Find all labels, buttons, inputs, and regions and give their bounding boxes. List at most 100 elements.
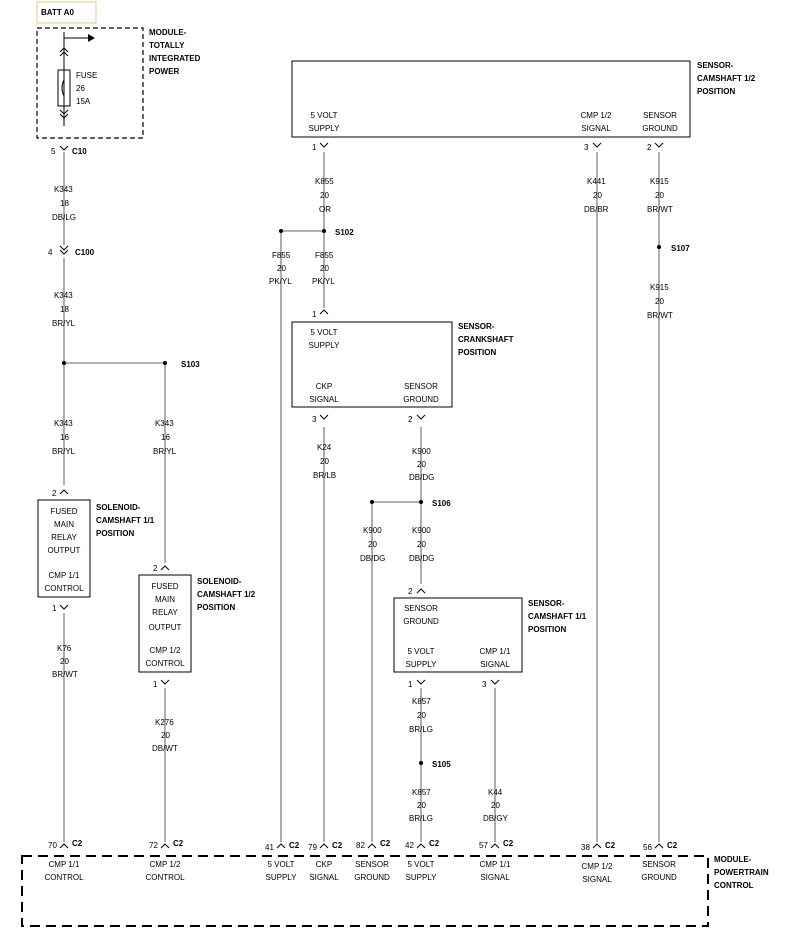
wire-label-k343-b-2: 18 xyxy=(60,305,69,314)
wire-label-k343-d-1: K343 xyxy=(155,419,174,428)
wire-label-k900-c-1: K900 xyxy=(412,526,431,535)
wire-label-k276-3: DB/WT xyxy=(152,744,178,753)
wire-label-k900-b-2: 20 xyxy=(368,540,377,549)
pcm-pin82-text-a: SENSOR xyxy=(355,860,389,869)
wire-label-k44-1: K44 xyxy=(488,788,503,797)
sensor-camshaft-12-box xyxy=(291,60,691,138)
pin-cmp12-3: 3 xyxy=(584,143,589,152)
wire-label-k343-a-3: DB/LG xyxy=(52,213,76,222)
pin-pcm-41: 41 xyxy=(265,843,274,852)
pin-cmp11-1: 1 xyxy=(408,680,413,689)
cmp11-pin3-text-a: CMP 1/1 xyxy=(480,647,512,656)
connector-c10-symbol xyxy=(59,145,69,151)
cmp12-pin3-text-a: CMP 1/2 xyxy=(581,111,613,120)
wire-label-k857-a-2: 20 xyxy=(417,711,426,720)
wire-label-k915-a-3: BR/WT xyxy=(647,205,673,214)
tip-label-4: POWER xyxy=(149,67,179,76)
splice-s106-dot-a xyxy=(370,500,374,504)
wire-label-k857-b-3: BR/LG xyxy=(409,814,433,823)
sol12-label-2: CAMSHAFT 1/2 xyxy=(197,590,256,599)
sol11-pin1-symbol xyxy=(59,604,69,610)
sensor-crankshaft-box xyxy=(291,321,453,408)
pin-cmp11-2: 2 xyxy=(408,587,413,596)
sol11-text-1: FUSED xyxy=(50,507,77,516)
pcm-pin56-text-b: GROUND xyxy=(641,873,677,882)
sol11-text-2: MAIN xyxy=(54,520,74,529)
ckp-pin3-text-a: CKP xyxy=(316,382,332,391)
pin-c10: 5 xyxy=(51,147,56,156)
wire-label-k441-3: DB/BR xyxy=(584,205,609,214)
batt-label-box xyxy=(36,1,97,24)
connector-c100-symbol xyxy=(59,245,69,255)
pin-pcm-72: 72 xyxy=(149,841,158,850)
wire-label-k24-3: BR/LB xyxy=(313,471,336,480)
tip-module-box xyxy=(36,27,144,139)
wire-label-k900-a-1: K900 xyxy=(412,447,431,456)
wire-label-k76-2: 20 xyxy=(60,657,69,666)
wire-label-f855-a-1: F855 xyxy=(272,251,291,260)
wire-label-k900-a-2: 20 xyxy=(417,460,426,469)
pin-pcm-56: 56 xyxy=(643,843,652,852)
wire-label-k441-1: K441 xyxy=(587,177,606,186)
pcm-pin38-text-a: CMP 1/2 xyxy=(582,862,614,871)
pin-ckp-3: 3 xyxy=(312,415,317,424)
pin-ckp-2: 2 xyxy=(408,415,413,424)
ckp-pin1-symbol xyxy=(319,309,329,315)
solenoid-camshaft-11-box xyxy=(37,499,91,598)
c2-label-57: C2 xyxy=(503,839,514,848)
wire-label-k343-a-2: 18 xyxy=(60,199,69,208)
tip-label-3: INTEGRATED xyxy=(149,54,201,63)
pin-pcm-70: 70 xyxy=(48,841,57,850)
splice-s102-dot-b xyxy=(322,229,326,233)
ckp-label-3: POSITION xyxy=(458,348,496,357)
pcm-label-3: CONTROL xyxy=(714,881,754,890)
sol12-text-3: RELAY xyxy=(152,608,178,617)
pcm-c2-41-symbol xyxy=(276,843,286,849)
wire-label-k857-b-2: 20 xyxy=(417,801,426,810)
pcm-pin56-text-a: SENSOR xyxy=(642,860,676,869)
cmp11-pin2-symbol xyxy=(416,588,426,594)
c2-label-72: C2 xyxy=(173,839,184,848)
sol12-pin2-symbol xyxy=(160,565,170,571)
pcm-c2-70-symbol xyxy=(59,843,69,849)
solenoid-camshaft-12-box xyxy=(138,574,192,673)
wire-label-f855-a-3: PK/YL xyxy=(269,277,292,286)
pcm-pin79-text-a: CKP xyxy=(316,860,332,869)
splice-s103-dot-b xyxy=(163,361,167,365)
cmp12-pin3-text-b: SIGNAL xyxy=(581,124,611,133)
sol12-pin1-symbol xyxy=(160,679,170,685)
sol12-label-3: POSITION xyxy=(197,603,235,612)
tip-arrow-head xyxy=(88,34,95,42)
wire-label-k915-b-3: BR/WT xyxy=(647,311,673,320)
wire-label-k900-c-3: DB/DG xyxy=(409,554,434,563)
cmp11-pin2-text-a: SENSOR xyxy=(404,604,438,613)
c2-label-82: C2 xyxy=(380,839,391,848)
c2-label-56: C2 xyxy=(667,841,678,850)
wire-label-k441-2: 20 xyxy=(593,191,602,200)
ckp-pin1-text-b: SUPPLY xyxy=(309,341,341,350)
wire-label-k343-d-3: BR/YL xyxy=(153,447,177,456)
pcm-pin82-text-b: GROUND xyxy=(354,873,390,882)
wire-label-k343-c-2: 16 xyxy=(60,433,69,442)
fuse-element xyxy=(61,70,65,106)
pin-cmp12-1: 1 xyxy=(312,143,317,152)
pcm-module-box xyxy=(21,855,709,927)
pin-sol11-2: 2 xyxy=(52,489,57,498)
pin-sol12-2: 2 xyxy=(153,564,158,573)
wire-label-k24-2: 20 xyxy=(320,457,329,466)
pin-ckp-1: 1 xyxy=(312,310,317,319)
sol11-label-3: POSITION xyxy=(96,529,134,538)
wire-label-k855-3: OR xyxy=(319,205,331,214)
wire-label-k276-1: K276 xyxy=(155,718,174,727)
c2-label-79: C2 xyxy=(332,841,343,850)
sol11-label-1: SOLENOID- xyxy=(96,503,141,512)
splice-s105-dot xyxy=(419,761,423,765)
pin-pcm-57: 57 xyxy=(479,841,488,850)
wire-label-k857-a-3: BR/LG xyxy=(409,725,433,734)
fuse-label-1: FUSE xyxy=(76,71,97,80)
wire-label-k343-c-3: BR/YL xyxy=(52,447,76,456)
cmp12-label-3: POSITION xyxy=(697,87,735,96)
pcm-pin79-text-b: SIGNAL xyxy=(309,873,339,882)
sol12-text-1: FUSED xyxy=(151,582,178,591)
wire-label-k76-1: K76 xyxy=(57,644,72,653)
